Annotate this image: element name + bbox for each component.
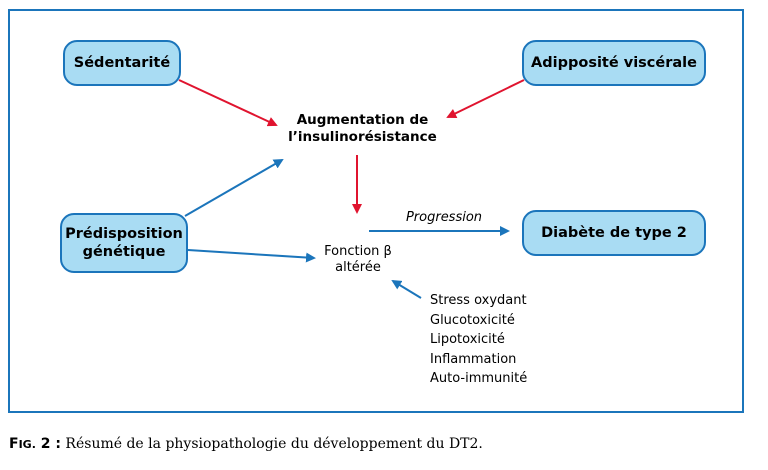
arrow-sedentarite-to-insulinoresistance [178,79,278,127]
node-predisposition-label: Prédisposition génétique [65,225,183,260]
node-adiposite-viscerale: Adipposité viscérale [522,40,706,86]
node-predisposition-genetique: Prédisposition génétique [60,213,188,273]
node-sedentarite-label: Sédentarité [73,54,171,71]
figure-label-initial: F [9,436,19,452]
label-progression: Progression [398,210,490,226]
arrow-factors-to-fonction [391,279,422,299]
factor-item: Auto-immunité [430,371,528,386]
arrow-predisposition-to-insulinoresistance [184,159,284,217]
label-insulinoresistance-line2: l’insulinorésistance [288,128,437,145]
figure-label: FIG. 2 : [9,436,61,452]
node-adiposite-label: Adipposité viscérale [531,54,697,71]
label-insulinoresistance: Augmentation de l’insulinorésistance [280,112,445,146]
factor-item: Lipotoxicité [430,332,505,347]
label-fonction-beta: Fonction β altérée [310,244,406,277]
factor-item: Glucotoxicité [430,312,515,328]
arrow-predisposition-to-fonction [187,249,316,263]
label-fonction-line1: Fonction β [324,244,392,259]
arrow-adiposite-to-insulinoresistance [446,79,525,118]
label-fonction-line2: altérée [335,260,381,276]
label-insulinoresistance-line1: Augmentation de [296,112,429,128]
caption-text: Résumé de la physiopathologie du dévelop… [60,436,483,452]
factor-item: Stress oxydant [430,293,527,308]
node-diabete-type-2: Diabète de type 2 [522,210,706,256]
figure-label-smallcaps: IG. [18,438,36,451]
factors-list: Stress oxydant Glucotoxicité Lipotoxicit… [430,291,527,389]
figure-caption: FIG. 2 : Résumé de la physiopathologie d… [9,436,483,452]
factor-item: Inflammation [430,351,517,367]
node-sedentarite: Sédentarité [63,40,181,86]
node-diabete-label: Diabète de type 2 [541,224,687,241]
figure-number: 2 : [35,436,61,452]
label-progression-text: Progression [405,210,483,225]
